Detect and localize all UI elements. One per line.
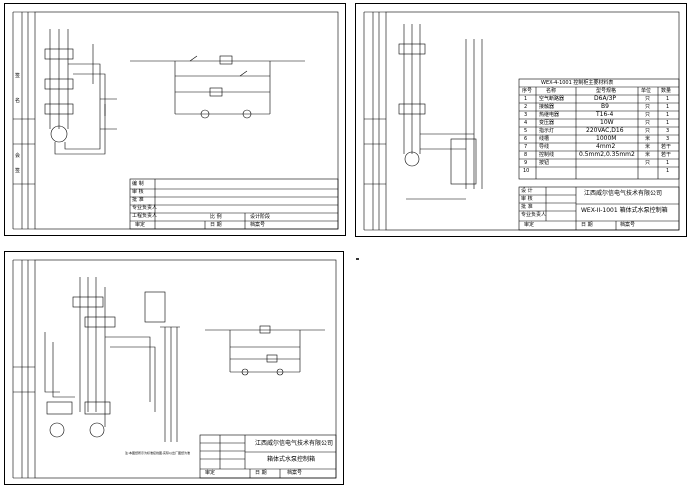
tb1-row-5: 工程负责人 <box>132 213 158 219</box>
sheet-2-linework <box>363 11 680 231</box>
row-5-unit: 只 <box>645 128 651 134</box>
row-9-name: 按钮 <box>539 160 550 166</box>
row-8-spec: 0.5mm2,0.35mm2 <box>579 151 635 158</box>
row-8-unit: 米 <box>645 152 651 158</box>
row-6-no: 6 <box>524 136 528 142</box>
row-7-no: 7 <box>524 144 528 150</box>
tb3-audit: 审定 <box>205 470 216 476</box>
tb2-date: 日 期 <box>581 222 593 228</box>
row-1-no: 1 <box>524 96 528 102</box>
row-3-name: 热继电器 <box>539 112 560 118</box>
tb3-date: 日 期 <box>255 470 267 476</box>
row-7-unit: 米 <box>645 144 651 150</box>
tb1-audit: 审定 <box>135 222 146 228</box>
row-1-qty: 1 <box>666 96 670 102</box>
row-2-name: 接触器 <box>539 104 555 110</box>
strip1-a: 签 <box>15 73 21 79</box>
drawing-sheet-2: WEX-4-1001 控制柜主要材料表 序号 名称 型号规格 单位 数量 1 空… <box>355 3 687 237</box>
row-2-unit: 只 <box>645 104 651 110</box>
tb1-stage: 设计阶段 <box>250 214 271 220</box>
row-9-qty: 1 <box>666 160 670 166</box>
row-9-no: 9 <box>524 160 528 166</box>
tb2-row-1: 设 计 <box>521 188 533 194</box>
tb1-row-1: 编 制 <box>132 181 144 187</box>
tb1-scale: 比 例 <box>210 214 222 220</box>
row-7-spec: 4mm2 <box>596 143 616 150</box>
th-spec: 型号规格 <box>596 88 617 94</box>
materials-table-title: WEX-4-1001 控制柜主要材料表 <box>541 80 614 86</box>
row-6-name: 线槽 <box>539 136 550 142</box>
row-8-no: 8 <box>524 152 528 158</box>
row-10-qty: 1 <box>666 168 670 174</box>
row-3-qty: 1 <box>666 112 670 118</box>
row-1-unit: 只 <box>645 96 651 102</box>
row-5-qty: 3 <box>666 128 670 134</box>
th-no: 序号 <box>522 88 533 94</box>
sheet3-note: 注:本图纸所示为标准接线图,实际以出厂图纸为准 <box>125 451 190 455</box>
th-qty: 数量 <box>661 88 672 94</box>
strip1-d: 签 <box>15 168 21 174</box>
row-2-spec: B9 <box>601 103 609 110</box>
row-4-no: 4 <box>524 120 528 126</box>
row-7-name: 导线 <box>539 144 550 150</box>
th-unit: 单位 <box>641 88 652 94</box>
row-2-qty: 1 <box>666 104 670 110</box>
strip1-c: 会 <box>15 153 21 159</box>
strip1-b: 名 <box>15 98 21 104</box>
row-2-no: 2 <box>524 104 528 110</box>
tb1-row-3: 批 准 <box>132 197 144 203</box>
tb3-archive: 档案号 <box>287 470 303 476</box>
tb1-row-2: 审 核 <box>132 189 144 195</box>
row-10-no: 10 <box>523 168 530 174</box>
row-3-unit: 只 <box>645 112 651 118</box>
row-6-spec: 1000M <box>596 135 617 142</box>
row-1-spec: D6A/3P <box>594 95 616 102</box>
th-name: 名称 <box>546 88 557 94</box>
row-4-unit: 只 <box>645 120 651 126</box>
row-9-unit: 只 <box>645 160 651 166</box>
drawing-sheet-3: 注:本图纸所示为标准接线图,实际以出厂图纸为准 江西威尔信电气技术有限公司 箱体… <box>4 251 344 485</box>
row-4-spec: 10W <box>600 119 614 126</box>
sheet-3-linework <box>12 259 337 479</box>
row-3-spec: T16-4 <box>596 111 614 118</box>
tb2-row-3: 批 准 <box>521 204 533 210</box>
sheet3-drawing-title: 箱体式水泵控制箱 <box>267 456 316 463</box>
row-4-name: 变压器 <box>539 120 555 126</box>
tb2-audit: 审定 <box>524 222 535 228</box>
tb1-row-4: 专业负责人 <box>132 205 158 211</box>
tb1-date: 日 期 <box>210 222 222 228</box>
row-6-qty: 3 <box>666 136 670 142</box>
tb1-archive: 档案号 <box>250 222 266 228</box>
row-7-qty: 若干 <box>661 144 672 150</box>
row-5-spec: 220VAC,D16 <box>586 127 624 134</box>
tb2-archive: 档案号 <box>620 222 636 228</box>
row-8-qty: 若干 <box>661 152 672 158</box>
sheet3-company: 江西威尔信电气技术有限公司 <box>255 440 334 447</box>
tb2-row-4: 专业负责人 <box>521 212 547 218</box>
sheet2-company: 江西威尔信电气技术有限公司 <box>584 190 663 197</box>
row-4-qty: 1 <box>666 120 670 126</box>
sheet-1-linework <box>12 11 339 230</box>
row-5-no: 5 <box>524 128 528 134</box>
sheet2-drawing-title: WEX-II-1001 箱体式水泵控制箱 <box>581 207 668 214</box>
row-6-unit: 米 <box>645 136 651 142</box>
row-1-name: 空气断路器 <box>539 96 565 102</box>
stray-mark <box>356 258 359 260</box>
row-8-name: 控制线 <box>539 152 555 158</box>
row-5-name: 指示灯 <box>539 128 555 134</box>
drawing-sheet-1: 编 制 审 核 批 准 专业负责人 工程负责人 审定 日 期 档案号 比 例 设… <box>4 3 346 236</box>
row-3-no: 3 <box>524 112 528 118</box>
tb2-row-2: 审 核 <box>521 196 533 202</box>
